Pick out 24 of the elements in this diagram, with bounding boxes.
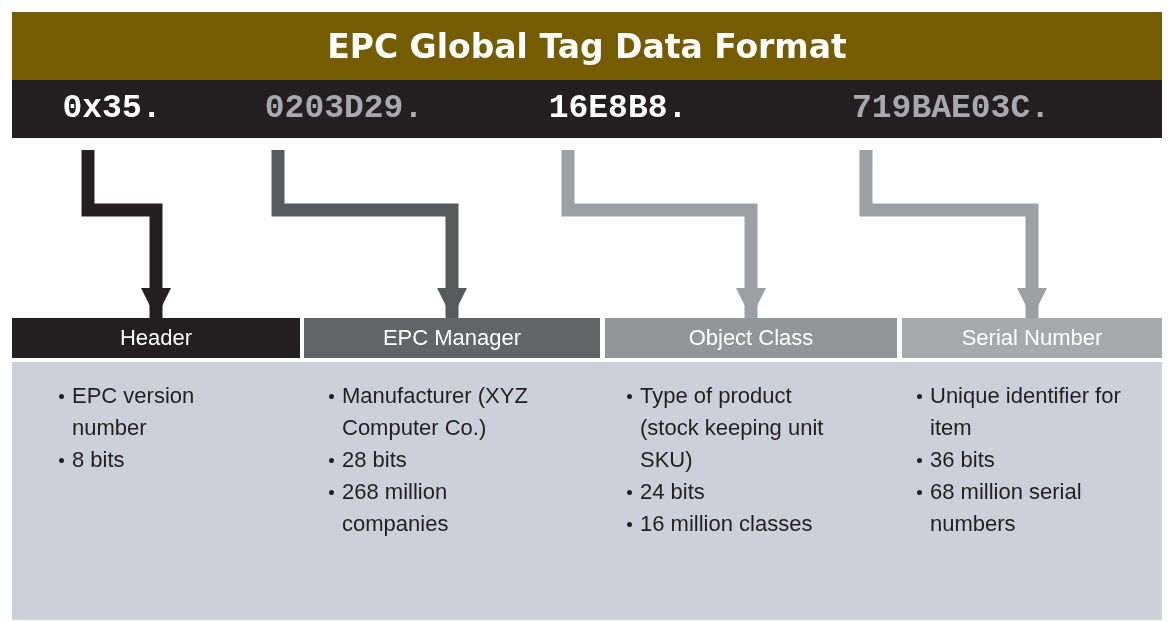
bullet-item: 36 bits: [930, 447, 995, 472]
arrow: [271, 150, 467, 318]
bullet-item: Type of product (stock keeping unit SKU): [640, 383, 824, 472]
arrow: [561, 150, 766, 318]
arrow: [859, 150, 1047, 318]
bullet-item: 16 million classes: [640, 511, 813, 536]
column-header: Header: [12, 318, 300, 358]
column-header: Object Class: [605, 318, 897, 358]
hex-code: 0x35.: [58, 84, 166, 134]
hex-code: 0203D29.: [248, 84, 440, 134]
bullet-item: 24 bits: [640, 479, 705, 504]
bullet-item: Unique identifier for item: [930, 383, 1121, 440]
column-header: EPC Manager: [304, 318, 600, 358]
bullet-item: 8 bits: [72, 447, 125, 472]
bullet-item: EPC version number: [72, 383, 195, 440]
bullet-item: 268 million companies: [342, 479, 449, 536]
title: EPC Global Tag Data Format: [327, 26, 847, 66]
column-header: Serial Number: [902, 318, 1162, 358]
bullet-item: Manufacturer (XYZ Computer Co.): [342, 383, 528, 440]
hex-code: 16E8B8.: [538, 84, 698, 134]
arrow: [81, 150, 171, 318]
hex-code: 719BAE03C.: [836, 84, 1066, 134]
bullet-item: 68 million serial numbers: [930, 479, 1082, 536]
bullet-item: 28 bits: [342, 447, 407, 472]
